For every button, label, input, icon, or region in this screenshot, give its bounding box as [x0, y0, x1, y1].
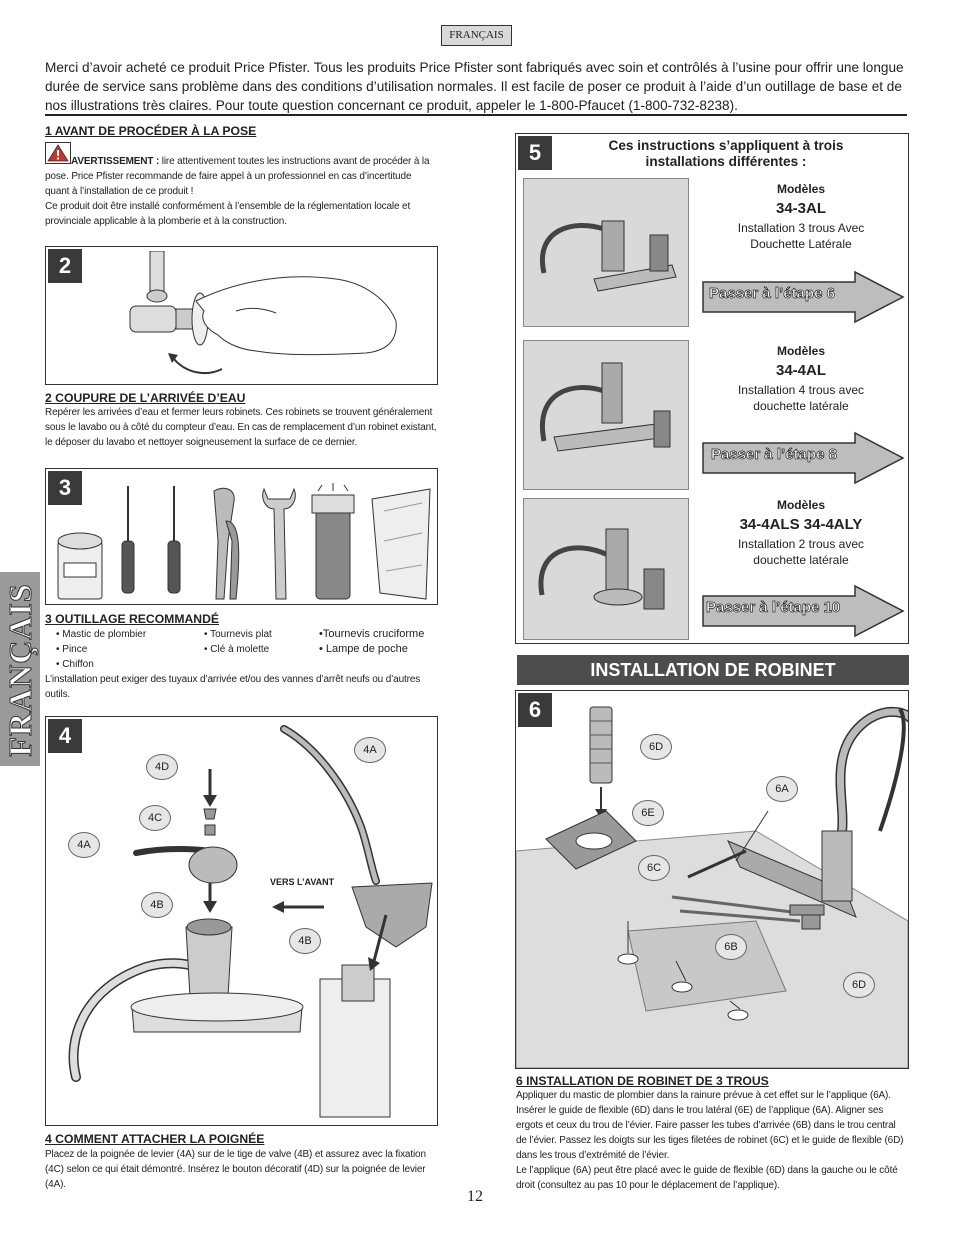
step3-note: L’installation peut exiger des tuyaux d’…: [45, 674, 421, 700]
tools-list-col3: •Tournevis cruciforme • Lampe de poche: [319, 627, 424, 657]
tools-list-col2: • Tournevis plat • Clé à molette: [204, 627, 272, 657]
model1-desc1: Installation 3 trous Avec: [737, 221, 865, 235]
warning-text: lire attentivement toutes les instructio…: [45, 156, 430, 197]
step6-text2: Le l’applique (6A) peut être placé avec …: [516, 1165, 898, 1191]
installation-header: INSTALLATION DE ROBINET: [517, 655, 909, 685]
model3-desc2: douchette latérale: [753, 553, 849, 567]
goto-step10-label: Passer à l’étape 10: [706, 599, 841, 617]
model3-desc1: Installation 2 trous avec: [737, 537, 865, 551]
model2-desc1: Installation 4 trous avec: [737, 383, 865, 397]
goto-step8-label: Passer à l’étape 8: [711, 446, 838, 464]
header-rule: [45, 114, 907, 116]
model1-desc2: Douchette Latérale: [750, 237, 852, 251]
callout-4a-left: 4A: [68, 832, 100, 858]
tool-item: • Mastic de plombier: [56, 629, 147, 640]
tools-list-col1: • Mastic de plombier • Pince • Chiffon: [56, 627, 146, 672]
step6-number: 6: [518, 693, 552, 727]
callout-6d-top: 6D: [640, 734, 672, 760]
side-language-tab: FRANÇAIS: [0, 572, 40, 766]
model3-image: [523, 498, 689, 640]
tool-item: •Tournevis cruciforme: [319, 628, 425, 640]
callout-4c: 4C: [139, 805, 171, 831]
callout-6d-bottom: 6D: [843, 972, 875, 998]
step5-panel: 5 Ces instructions s’appliquent à trois …: [515, 133, 909, 644]
step3-number: 3: [48, 471, 82, 505]
tools-illustration: [54, 481, 434, 603]
step4-number: 4: [48, 719, 82, 753]
callout-4d: 4D: [146, 754, 178, 780]
step6-title: 6 INSTALLATION DE ROBINET DE 3 TROUS: [516, 1074, 769, 1088]
callout-4a-right: 4A: [354, 737, 386, 763]
goto-step10-button[interactable]: Passer à l’étape 10: [701, 584, 905, 638]
section1-warning: AVERTISSEMENT : lire attentivement toute…: [45, 154, 438, 199]
warning-icon: [45, 142, 71, 164]
callout-4b-left: 4B: [141, 892, 173, 918]
goto-step6-label: Passer à l’étape 6: [709, 285, 836, 303]
model3-number: 34-4ALS 34-4ALY: [739, 516, 863, 533]
step6-text: Appliquer du mastic de plombier dans la …: [516, 1090, 904, 1161]
callout-6c: 6C: [638, 855, 670, 881]
callout-4b-right: 4B: [289, 928, 321, 954]
step6-panel: 6: [515, 690, 921, 1069]
tool-item: • Pince: [56, 644, 88, 655]
model1-number: 34-3AL: [775, 200, 827, 217]
goto-step8-button[interactable]: Passer à l’étape 8: [701, 431, 905, 485]
callout-6e: 6E: [632, 800, 664, 826]
goto-step6-button[interactable]: Passer à l’étape 6: [701, 270, 905, 324]
step3-panel: 3: [45, 468, 438, 605]
tool-item: • Tournevis plat: [204, 629, 272, 640]
step2-number: 2: [48, 249, 82, 283]
model1-image: [523, 178, 689, 327]
tool-item: • Lampe de poche: [319, 643, 408, 655]
model1-label: Modèles: [776, 182, 825, 196]
step5-number: 5: [518, 136, 552, 170]
tool-item: • Clé à molette: [204, 644, 270, 655]
model2-image: [523, 340, 689, 490]
model2-label: Modèles: [776, 344, 825, 358]
handle-assembly-illustration: [46, 717, 437, 1125]
language-tag: FRANÇAIS: [441, 25, 512, 46]
step4-title: 4 COMMENT ATTACHER LA POIGNÉE: [45, 1132, 265, 1146]
step2-title: 2 COUPURE DE L’ARRIVÉE D’EAU: [45, 391, 246, 405]
warning-label: AVERTISSEMENT :: [71, 156, 160, 167]
step3-title: 3 OUTILLAGE RECOMMANDÉ: [45, 612, 220, 626]
model2-desc2: douchette latérale: [753, 399, 849, 413]
step4-text: Placez de la poignée de levier (4A) sur …: [45, 1149, 426, 1190]
step4-panel: 4: [45, 716, 438, 1126]
intro-paragraph: Merci d’avoir acheté ce produit Price Pf…: [45, 60, 904, 113]
model3-label: Modèles: [776, 498, 825, 512]
step2-text: Repérer les arrivées d’eau et fermer leu…: [45, 407, 437, 448]
side-language-label: FRANÇAIS: [2, 583, 39, 757]
page-number: 12: [467, 1188, 483, 1205]
three-hole-install-illustration: [515, 691, 921, 1069]
step2-panel: 2: [45, 246, 438, 385]
step5-header: Ces instructions s’appliquent à trois in…: [608, 138, 844, 169]
section1-title: 1 AVANT DE PROCÉDER À LA POSE: [45, 124, 257, 138]
tool-item: • Chiffon: [56, 659, 94, 670]
section1-text2: Ce produit doit être installé conforméme…: [45, 201, 411, 227]
callout-6a: 6A: [766, 776, 798, 802]
shutoff-valve-illustration: [126, 250, 406, 383]
forward-label: VERS L’AVANT: [270, 877, 335, 887]
callout-6b: 6B: [715, 934, 747, 960]
model2-number: 34-4AL: [775, 362, 827, 379]
